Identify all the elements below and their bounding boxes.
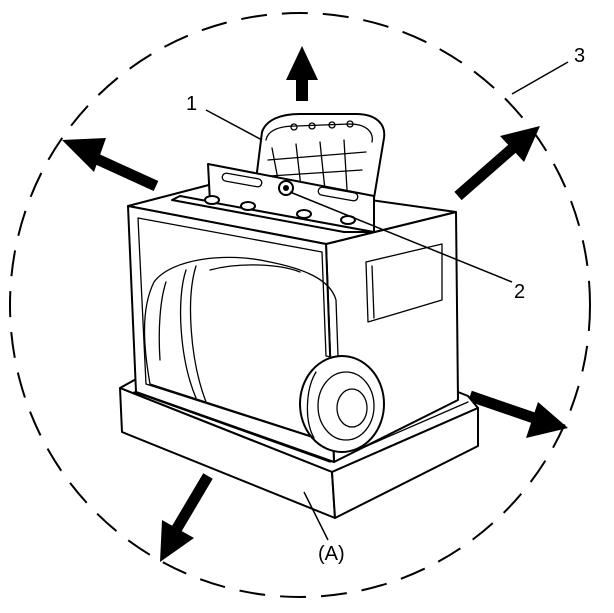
- arrow-upper-left-icon: [62, 138, 159, 192]
- internal-unit: [143, 256, 385, 453]
- mounting-bolt: [278, 180, 294, 196]
- callout-3-label: 3: [574, 45, 585, 67]
- direction-arrows: [62, 46, 568, 562]
- callout-2-label: 2: [514, 281, 525, 303]
- arrow-lower-right-icon: [468, 390, 568, 438]
- clearance-zone-circle: [9, 12, 591, 598]
- appliance-illustration: [119, 113, 479, 519]
- arrow-upper-right-icon: [454, 126, 540, 201]
- arrow-up-icon: [286, 46, 318, 101]
- callout-1-label: 1: [186, 93, 197, 115]
- leader-lines: [205, 61, 569, 541]
- arrow-lower-left-icon: [160, 473, 213, 562]
- callout-a-label: (A): [318, 543, 345, 565]
- mounting-bracket: [171, 163, 375, 233]
